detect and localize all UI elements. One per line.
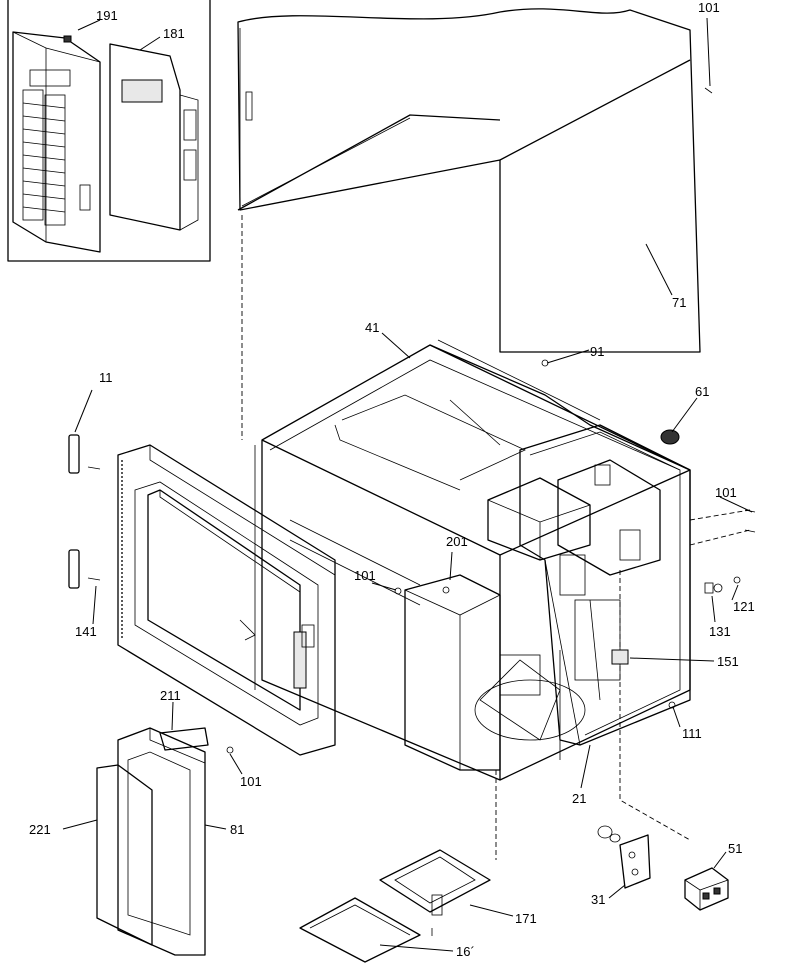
bracket-211 [159,727,209,751]
callout-171: 171 [515,911,537,926]
outer-cabinet-71 [237,8,701,353]
callout-101-right: 101 [715,485,737,500]
callout-41: 41 [365,320,379,335]
callout-21: 21 [572,791,586,806]
callout-101-mid: 101 [354,568,376,583]
bracket-31 [597,825,651,889]
callout-101-door: 101 [240,774,262,789]
module-51 [684,867,729,911]
callout-91: 91 [590,344,604,359]
clip-131 [704,582,714,594]
callout-211: 211 [160,688,181,703]
callout-131: 131 [709,624,731,639]
door-choke-81 [117,727,206,956]
tray-161 [299,897,433,963]
latch-141 [68,549,80,589]
callout-151: 151 [717,654,739,669]
alignment-lines [241,215,751,860]
callout-71: 71 [672,295,686,310]
callout-61: 61 [695,384,709,399]
waveguide-assembly [404,574,586,771]
relay-151 [611,649,629,665]
knob-61 [660,429,680,445]
callout-181: 181 [163,26,185,41]
screws [87,87,756,754]
door-assembly-81 [117,444,336,756]
callout-191: 191 [96,8,118,23]
control-panel-191 [12,31,101,253]
callout-121: 121 [733,599,755,614]
callout-labels: 191 181 101 71 41 91 61 11 101 201 101 1… [29,0,755,959]
callout-201: 201 [446,534,468,549]
door-window-221 [96,764,153,946]
callout-31: 31 [591,892,605,907]
callout-221: 221 [29,822,51,837]
callout-141: 141 [75,624,97,639]
callout-11: 11 [99,370,113,385]
inset-frame [7,0,211,262]
front-frame-21 [519,424,691,746]
latch-11 [68,434,80,474]
callout-101-top: 101 [698,0,720,15]
callout-161: 16´ [456,944,475,959]
keypad-grid [22,89,66,226]
callout-111: 111 [682,726,702,741]
leader-lines [62,17,753,952]
internal-components [487,459,661,701]
callout-81: 81 [230,822,244,837]
control-overlay-181 [109,43,199,231]
tray-frame-171 [379,849,491,916]
callout-51: 51 [728,841,742,856]
